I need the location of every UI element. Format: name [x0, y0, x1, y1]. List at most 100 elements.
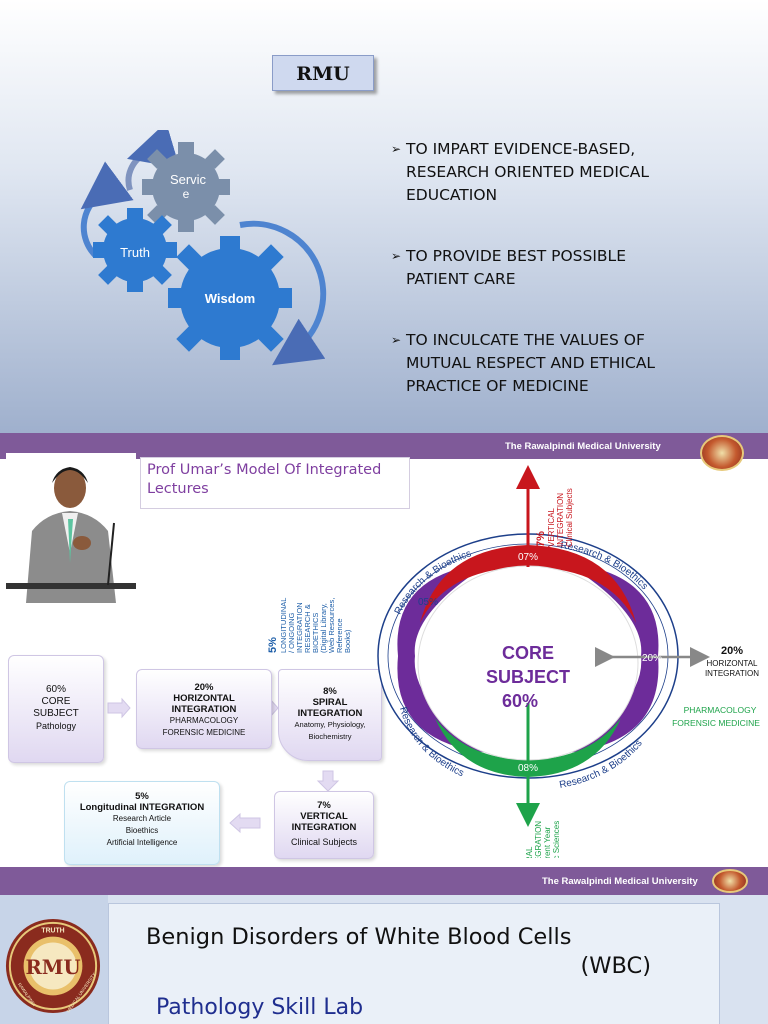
model-title: Prof Umar’s Model Of Integrated Lectures	[140, 457, 410, 509]
svg-text:Web Resources,: Web Resources,	[327, 598, 336, 653]
spiral-integration-label: 8% SPIRAL INTEGRATION Different Year Bas…	[525, 821, 561, 858]
footer-bar: The Rawalpindi Medical University	[0, 867, 768, 895]
longitudinal-line4: Artificial Intelligence	[106, 838, 178, 847]
slide-rmu-mission: RMU Servic e	[0, 0, 768, 433]
svg-text:RESEARCH &: RESEARCH &	[303, 604, 312, 653]
svg-text:(Digital Library,: (Digital Library,	[319, 603, 328, 653]
rmu-label-box: RMU	[272, 55, 374, 91]
core-label-pct: 60%	[502, 691, 538, 711]
slide-integrated-model: The Rawalpindi Medical University Prof U…	[0, 433, 768, 895]
spiral-line1: SPIRAL	[312, 697, 348, 708]
core-pct: 60%	[45, 684, 66, 695]
gears-graphic: Servic e Truth	[80, 130, 327, 366]
horizontal-line3: PHARMACOLOGY	[169, 716, 239, 725]
svg-text:SPIRAL: SPIRAL	[525, 846, 534, 858]
flow-arrow-right-icon	[107, 697, 131, 719]
flow-box-core-subject: 60% CORE SUBJECT Pathology	[8, 655, 104, 763]
title-line2: (WBC)	[580, 953, 651, 979]
top-red-band	[420, 545, 636, 623]
cycle-arrow-right	[239, 220, 327, 366]
gear-label-service-e: e	[183, 187, 190, 201]
mission-item: TO PROVIDE BEST POSSIBLE PATIENT CARE	[391, 245, 693, 291]
gear-label-truth: Truth	[120, 245, 150, 260]
slide-title-wbc: RMU TRUTH RAWALPINDI MEDICAL UNIVERSITY …	[0, 895, 768, 1024]
svg-text:INTEGRATION: INTEGRATION	[295, 602, 304, 653]
mission-item: TO INCULCATE THE VALUES OF MUTUAL RESPEC…	[391, 329, 693, 398]
slide3-title-panel	[108, 903, 720, 1024]
spiral-line3: Anatomy, Physiology,	[294, 720, 366, 729]
cycle-arrow-left	[80, 161, 134, 258]
svg-text:INTEGRATION: INTEGRATION	[556, 493, 565, 547]
svg-text:VERTICAL: VERTICAL	[547, 507, 556, 547]
flow-box-spiral: 8% SPIRAL INTEGRATION Anatomy, Physiolog…	[278, 669, 382, 761]
mission-list: TO IMPART EVIDENCE-BASED, RESEARCH ORIEN…	[391, 138, 693, 433]
wisdom-gear-icon: Wisdom	[168, 236, 292, 360]
gear-label-service: Servic	[170, 172, 207, 187]
svg-text:FORENSIC MEDICINE: FORENSIC MEDICINE	[672, 718, 760, 728]
mission-item: TO IMPART EVIDENCE-BASED, RESEARCH ORIEN…	[391, 138, 693, 207]
longitudinal-line2: Research Article	[112, 814, 172, 823]
spiral-pct: 8%	[323, 686, 337, 697]
flow-box-horizontal: 20% HORIZONTAL INTEGRATION PHARMACOLOGY …	[136, 669, 272, 749]
flow-box-longitudinal: 5% Longitudinal INTEGRATION Research Art…	[64, 781, 220, 865]
svg-text:20%: 20%	[721, 645, 743, 657]
horizontal-integration-label: 20% HORIZONTAL INTEGRATION PHARMACOLOGY …	[672, 645, 760, 728]
svg-text:BIOETHICS: BIOETHICS	[311, 613, 320, 653]
svg-text:RMU: RMU	[25, 956, 80, 979]
svg-text:7%: 7%	[535, 531, 547, 547]
core-label-line2: SUBJECT	[486, 667, 570, 687]
gear-label-wisdom: Wisdom	[205, 291, 255, 306]
svg-text:/ ONGOING: / ONGOING	[287, 612, 296, 653]
flow-box-vertical: 7% VERTICAL INTEGRATION Clinical Subject…	[274, 791, 374, 859]
svg-text:Clinical Subjects: Clinical Subjects	[565, 488, 574, 547]
service-gear-icon: Servic e	[142, 142, 230, 232]
slide3-title: Benign Disorders of White Blood Cells (W…	[146, 923, 651, 981]
core-label-line1: CORE	[502, 643, 554, 663]
footer-seal-icon	[712, 869, 748, 893]
professor-portrait	[6, 453, 136, 603]
longitudinal-line1: Longitudinal INTEGRATION	[79, 802, 205, 813]
vertical-pct: 7%	[317, 800, 331, 811]
header-university-name: The Rawalpindi Medical University	[505, 441, 661, 452]
svg-text:Different Year: Different Year	[543, 826, 552, 858]
right-purple-band	[566, 563, 659, 753]
spiral-line2: INTEGRATION	[297, 708, 363, 719]
longitudinal-pct: 5%	[135, 791, 149, 802]
core-line3: Pathology	[35, 721, 77, 731]
longitudinal-integration-label: 5% LONGITUDINAL / ONGOING INTEGRATION RE…	[267, 598, 352, 653]
seal-top-text: TRUTH	[41, 928, 64, 935]
svg-text:5%: 5%	[267, 637, 279, 653]
top-band-pct: 07%	[518, 552, 538, 563]
svg-text:Basic Sciences: Basic Sciences	[552, 821, 561, 858]
footer-university-name: The Rawalpindi Medical University	[542, 876, 698, 887]
bottom-green-band	[435, 718, 621, 777]
svg-text:INTEGRATION: INTEGRATION	[534, 821, 543, 858]
bottom-band-pct: 08%	[518, 763, 538, 774]
longitudinal-line3: Bioethics	[125, 826, 159, 835]
integration-ring-diagram: Research & Bioethics Research & Bioethic…	[267, 465, 760, 858]
horizontal-line2: INTEGRATION	[171, 704, 237, 715]
flow-arrow-down-icon	[316, 770, 340, 792]
right-band-pct: 20%	[642, 653, 662, 664]
left-band-pct: 05%	[418, 597, 438, 608]
rmu-seal-icon: RMU TRUTH RAWALPINDI MEDICAL UNIVERSITY	[5, 918, 101, 1013]
title-line1: Benign Disorders of White Blood Cells	[146, 924, 572, 950]
svg-text:INTEGRATION: INTEGRATION	[705, 669, 759, 678]
svg-text:Books): Books)	[343, 629, 352, 653]
core-line1: CORE	[41, 696, 71, 707]
university-seal-icon	[700, 435, 744, 471]
slide3-subtitle: Pathology Skill Lab	[156, 995, 364, 1020]
horizontal-pct: 20%	[194, 682, 214, 693]
vertical-integration-label: 7% VERTICAL INTEGRATION Clinical Subject…	[535, 488, 574, 547]
flow-arrow-left-icon	[229, 812, 261, 834]
spiral-line4: Biochemistry	[308, 732, 352, 741]
vertical-line2: INTEGRATION	[291, 822, 357, 833]
horizontal-line1: HORIZONTAL	[173, 693, 235, 704]
horizontal-line4: FORENSIC MEDICINE	[162, 728, 246, 737]
svg-text:Reference: Reference	[335, 618, 344, 653]
core-line2: SUBJECT	[33, 708, 79, 719]
vertical-line3: Clinical Subjects	[290, 837, 358, 847]
vertical-line1: VERTICAL	[300, 811, 348, 822]
truth-gear-icon: Truth	[93, 208, 177, 292]
svg-text:HORIZONTAL: HORIZONTAL	[707, 659, 759, 668]
